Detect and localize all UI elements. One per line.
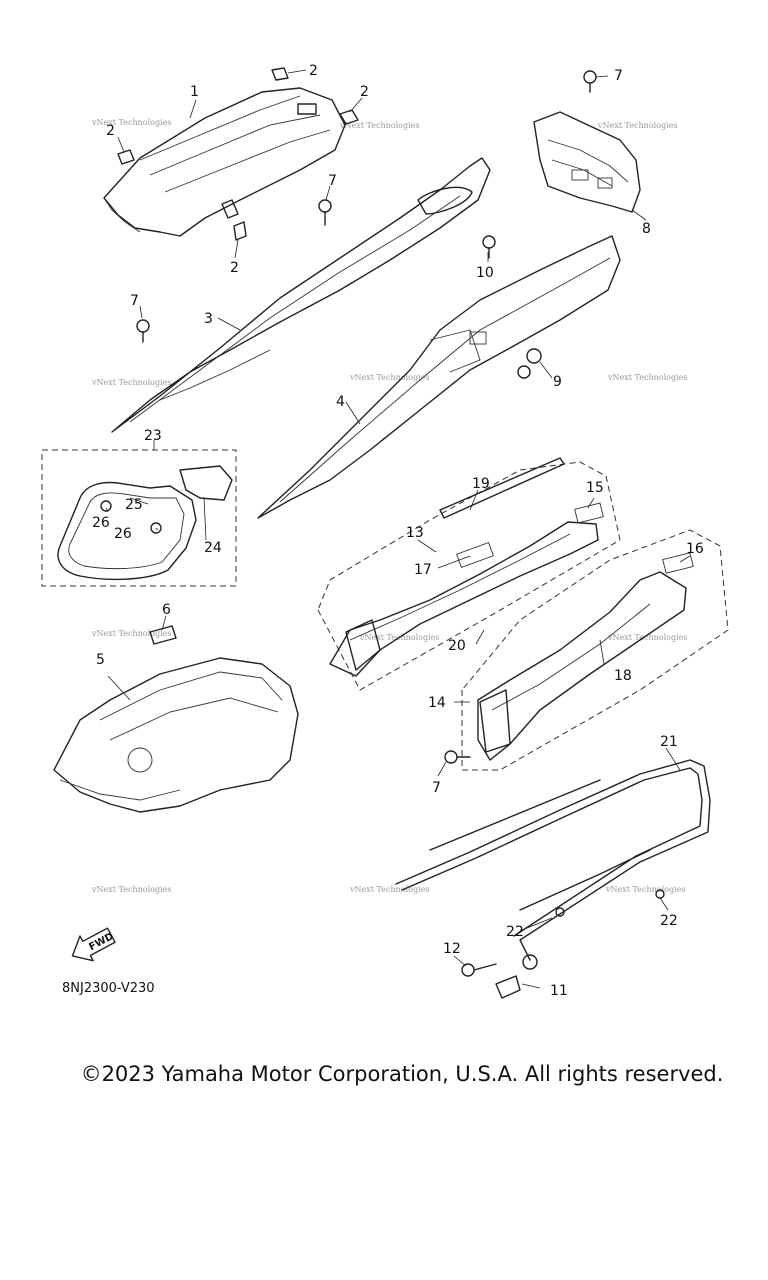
fwd-arrow-icon: FWD [71, 927, 116, 962]
callout-20: 20 [448, 638, 466, 654]
watermark: vNext Technologies [91, 118, 171, 127]
part-6-plate [149, 625, 177, 645]
watermark: vNext Technologies [91, 378, 171, 387]
part-2-clips [117, 67, 359, 241]
callout-17: 17 [414, 562, 432, 578]
watermark: vNext Technologies [339, 121, 419, 130]
callout-18: 18 [614, 668, 632, 684]
callout-9: 9 [553, 374, 562, 390]
screw-icon [482, 235, 496, 259]
watermark: vNext Technologies [597, 121, 677, 130]
callout-1: 1 [190, 84, 199, 100]
part-8-rear-bracket [533, 111, 641, 213]
callout-11: 11 [550, 983, 568, 999]
watermark: vNext Technologies [605, 885, 685, 894]
watermark: vNext Technologies [349, 373, 429, 382]
callout-2: 2 [309, 63, 318, 79]
callout-4: 4 [336, 394, 345, 410]
callout-2: 2 [360, 84, 369, 100]
callout-7: 7 [130, 293, 139, 309]
callout-23: 23 [144, 428, 162, 444]
part-13-upper-rail [329, 457, 604, 677]
part-5-storage-bin [53, 625, 299, 813]
callout-19: 19 [472, 476, 490, 492]
group-23-box [41, 449, 237, 587]
group-14-box [461, 529, 729, 771]
screws [136, 70, 597, 764]
part-9-grommet [517, 348, 542, 379]
callout-15: 15 [586, 480, 604, 496]
part-11-12-fasteners [461, 963, 521, 999]
callout-21: 21 [660, 734, 678, 750]
part-1-cover [103, 87, 346, 237]
group-13-box [317, 461, 621, 691]
callout-7: 7 [328, 173, 337, 189]
callout-22: 22 [660, 913, 678, 929]
copyright-notice: ©2023 Yamaha Motor Corporation, U.S.A. A… [80, 1062, 724, 1086]
callout-22: 22 [506, 924, 524, 940]
screw-icon [583, 70, 597, 93]
callout-25: 25 [125, 497, 143, 513]
watermark: vNext Technologies [607, 633, 687, 642]
screw-icon [136, 319, 150, 343]
callout-16: 16 [686, 541, 704, 557]
callout-5: 5 [96, 652, 105, 668]
callout-10: 10 [476, 265, 494, 281]
part-19-strip [439, 457, 565, 519]
callout-7: 7 [432, 780, 441, 796]
callout-13: 13 [406, 525, 424, 541]
part-23-grab-handle [57, 465, 233, 581]
callout-26: 26 [114, 526, 132, 542]
diagram-code: 8NJ2300-V230 [62, 981, 155, 996]
watermark: vNext Technologies [91, 629, 171, 638]
part-4-side-panel [257, 235, 621, 519]
callout-2: 2 [230, 260, 239, 276]
screw-icon [318, 199, 332, 226]
part-3-side-rail [111, 157, 491, 433]
callout-14: 14 [428, 695, 446, 711]
callout-2: 2 [106, 123, 115, 139]
screw-icon [444, 750, 471, 764]
callout-7: 7 [614, 68, 623, 84]
callout-24: 24 [204, 540, 222, 556]
watermark: vNext Technologies [349, 885, 429, 894]
part-21-tube-frame [395, 759, 711, 970]
callout-3: 3 [204, 311, 213, 327]
callout-12: 12 [443, 941, 461, 957]
callout-26: 26 [92, 515, 110, 531]
callouts: 1 2 2 2 2 3 4 5 6 7 7 7 7 8 9 10 11 12 1… [92, 63, 704, 999]
part-14-lower-rail [477, 552, 694, 761]
leader-lines [105, 69, 691, 989]
watermark: vNext Technologies [607, 373, 687, 382]
watermark: vNext Technologies [91, 885, 171, 894]
callout-8: 8 [642, 221, 651, 237]
callout-6: 6 [162, 602, 171, 618]
